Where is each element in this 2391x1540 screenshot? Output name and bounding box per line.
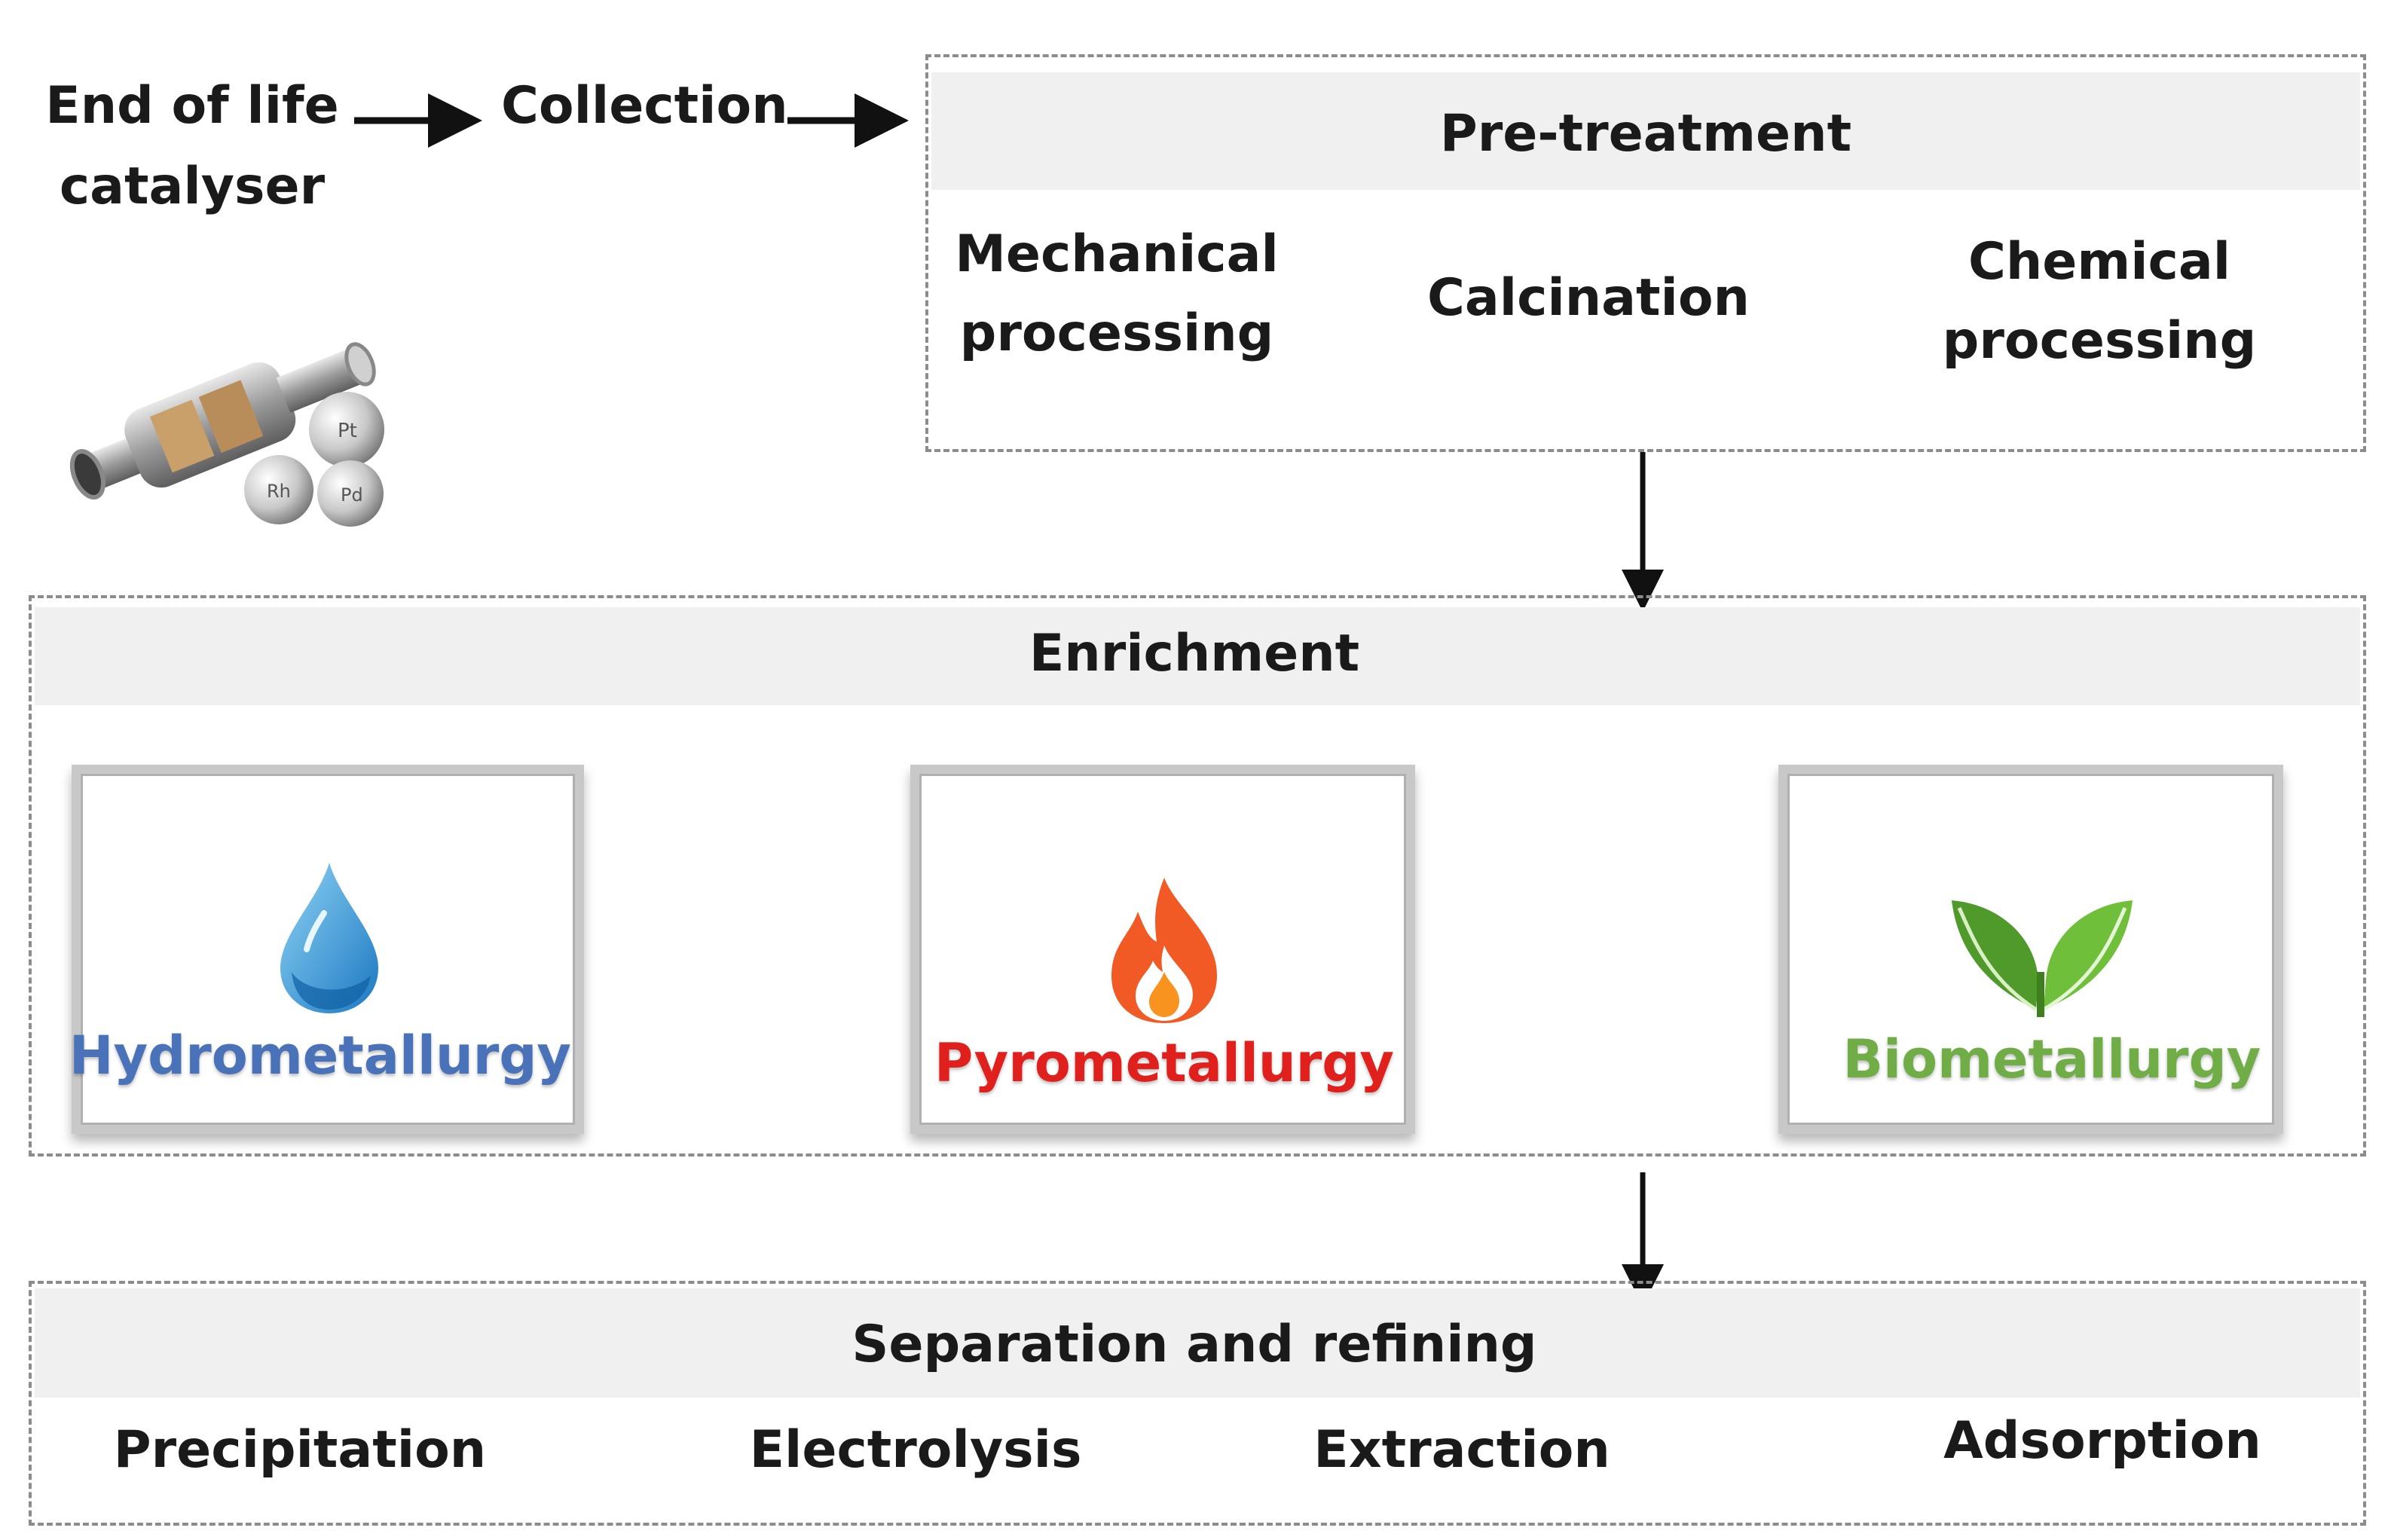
extraction-label: Extraction (1313, 1420, 1610, 1480)
calcination-label: Calcination (1427, 268, 1750, 328)
mechanical-processing-line1: Mechanical (955, 225, 1279, 284)
pretreatment-title: Pre-treatment (1439, 104, 1852, 163)
catalytic-converter-image: Pt Pd Rh (69, 342, 384, 527)
electrolysis-label: Electrolysis (749, 1420, 1082, 1480)
palladium-symbol: Pd (341, 484, 363, 506)
biometallurgy-card (1778, 765, 2283, 1134)
biometallurgy-label: Biometallurgy (1842, 1028, 2261, 1090)
mechanical-processing-line2: processing (959, 304, 1274, 363)
chemical-processing-line2: processing (1942, 311, 2257, 371)
enrichment-header (35, 607, 2360, 705)
enrichment-title: Enrichment (1029, 624, 1360, 683)
pretreatment-box (925, 54, 2366, 452)
chemical-processing-line1: Chemical (1968, 232, 2231, 292)
enrichment-box (29, 595, 2366, 1157)
flame-icon (1111, 878, 1217, 1023)
source-label-line1: End of life (45, 76, 339, 136)
pyrometallurgy-label: Pyrometallurgy (934, 1032, 1395, 1094)
hydrometallurgy-label: Hydrometallurgy (69, 1025, 572, 1086)
rhodium-symbol: Rh (267, 481, 291, 502)
adsorption-label: Adsorption (1943, 1411, 2261, 1471)
water-drop-icon (280, 863, 378, 1013)
separation-header (35, 1288, 2360, 1398)
leaf-icon (1952, 900, 2133, 1017)
collection-label: Collection (501, 76, 788, 136)
separation-title: Separation and refining (852, 1315, 1537, 1374)
separation-box (29, 1281, 2366, 1526)
precipitation-label: Precipitation (113, 1420, 487, 1480)
platinum-symbol: Pt (338, 420, 357, 442)
pretreatment-header (931, 72, 2360, 190)
source-label-line2: catalyser (59, 157, 326, 216)
